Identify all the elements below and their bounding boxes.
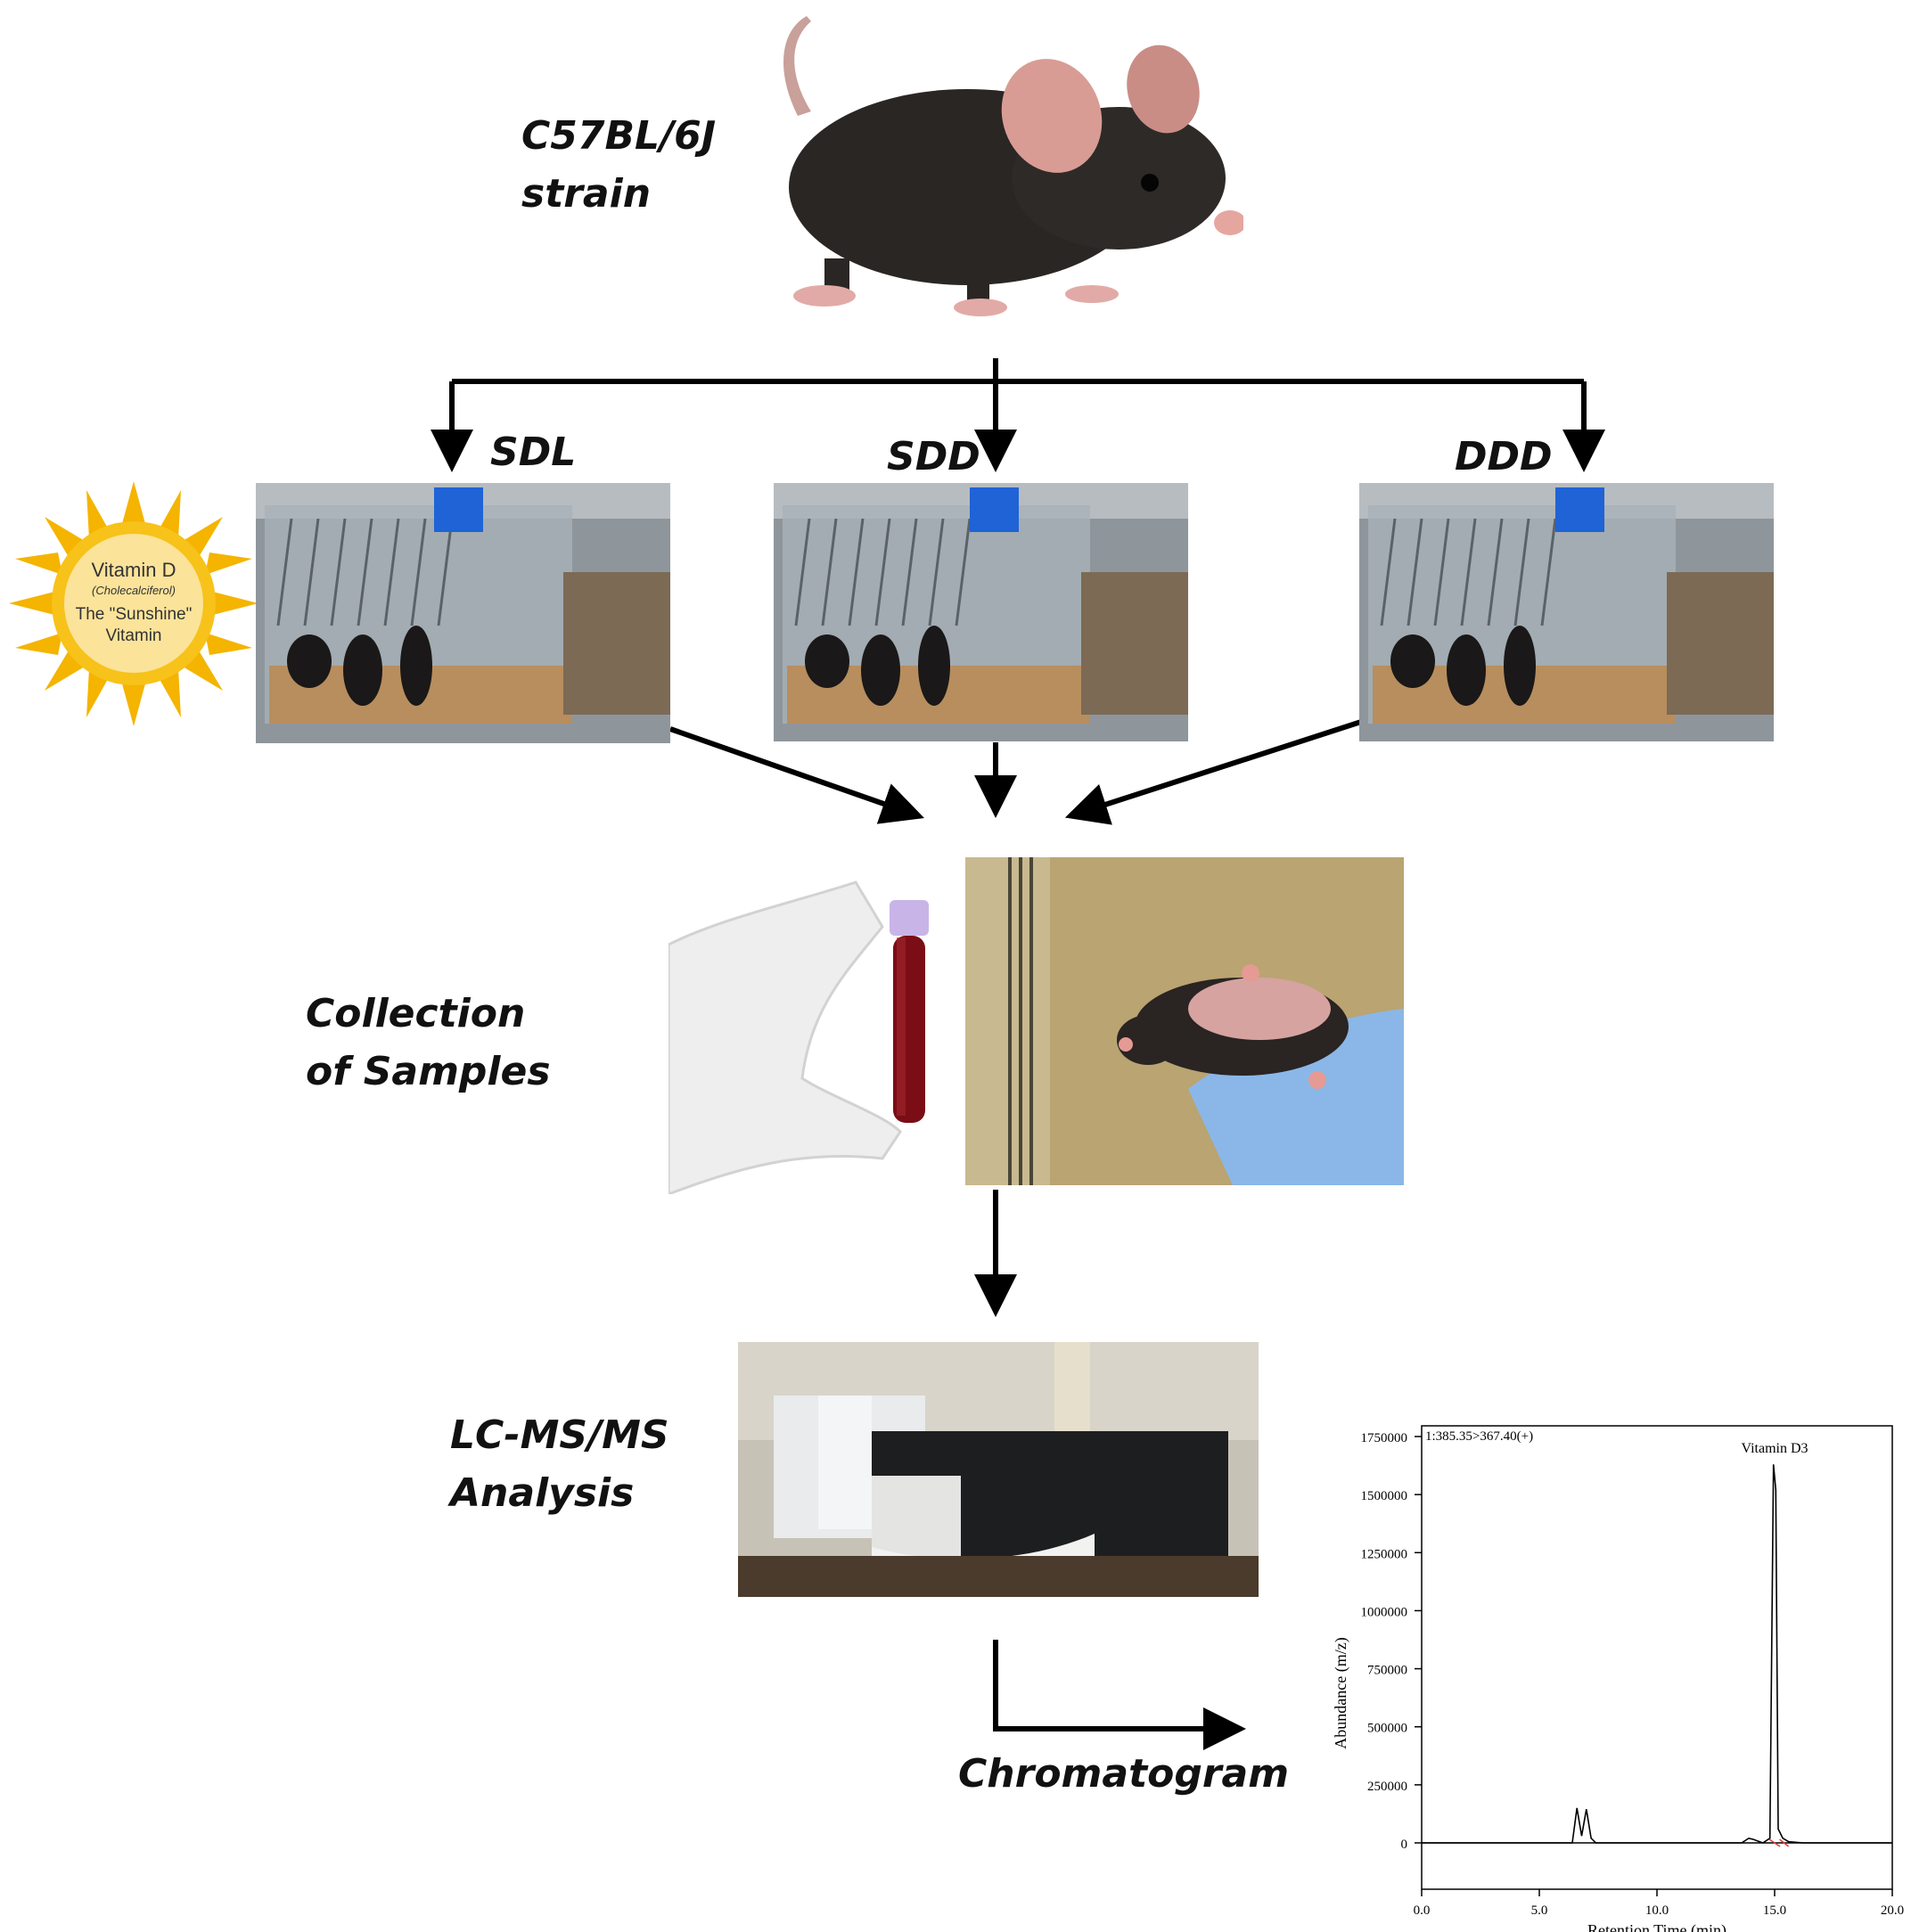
y-tick-label: 250000 [1367, 1780, 1407, 1794]
group-label-sdl: SDL [490, 430, 577, 475]
x-tick-label: 10.0 [1645, 1903, 1669, 1918]
y-tick-label: 500000 [1367, 1722, 1407, 1736]
group-label-sdd: SDD [887, 434, 980, 479]
blood-tube-photo [668, 864, 936, 1194]
cage-photo-sdl [256, 483, 670, 743]
x-axis-label: Retention Time (min) [1587, 1921, 1726, 1932]
y-tick-label: 750000 [1367, 1664, 1407, 1678]
x-tick-label: 5.0 [1531, 1903, 1548, 1918]
cage-photo-sdd [774, 483, 1188, 741]
peak-label: Vitamin D3 [1741, 1441, 1808, 1456]
y-tick-label: 1750000 [1361, 1431, 1408, 1445]
collection-label-line2: of Samples [306, 1049, 551, 1094]
lc-ms-instrument-photo [738, 1342, 1259, 1597]
group-label-ddd: DDD [1455, 434, 1553, 479]
sun-badge-line1: Vitamin D [91, 559, 176, 581]
mouse-handling-photo [965, 857, 1404, 1185]
plot-frame [1421, 1425, 1893, 1890]
collection-label-line1: Collection [306, 991, 526, 1036]
analysis-label-line1: LC-MS/MS [450, 1412, 669, 1458]
y-tick-label: 1000000 [1361, 1605, 1408, 1619]
chromatogram-label: Chromatogram [958, 1751, 1290, 1797]
analysis-label-line2: Analysis [450, 1470, 635, 1516]
transition-label: 1:385.35>367.40(+) [1425, 1429, 1533, 1444]
y-tick-label: 0 [1401, 1838, 1408, 1852]
x-tick-label: 15.0 [1763, 1903, 1786, 1918]
y-tick-label: 1250000 [1361, 1547, 1408, 1561]
sun-icon [9, 481, 258, 726]
cage-photo-ddd [1359, 483, 1774, 741]
chromatogram-trace [1422, 1464, 1892, 1844]
y-tick-label: 1500000 [1361, 1489, 1408, 1503]
x-tick-label: 20.0 [1881, 1903, 1904, 1918]
strain-label-line1: C57BL/6J [521, 113, 717, 159]
sun-badge-line4: Vitamin [105, 626, 162, 645]
mouse-photo [744, 9, 1243, 330]
vitamin-d-sun-badge: Vitamin D (Cholecalciferol) The "Sunshin… [4, 477, 263, 731]
sun-badge-line2: (Cholecalciferol) [92, 584, 176, 597]
sun-badge-line3: The "Sunshine" [75, 605, 193, 624]
integration-mark [1768, 1838, 1781, 1847]
strain-label-line2: strain [521, 171, 652, 217]
integration-mark [1779, 1838, 1790, 1847]
y-axis-label: Abundance (m/z) [1332, 1637, 1350, 1748]
x-tick-label: 0.0 [1414, 1903, 1431, 1918]
